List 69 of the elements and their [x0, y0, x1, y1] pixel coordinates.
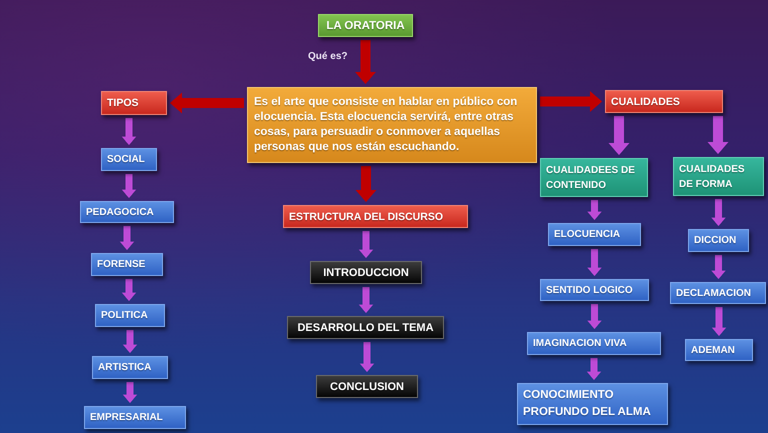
category-box: [101, 91, 167, 115]
label-text: CUALIDADEES DE CONTENIDO: [546, 164, 636, 192]
item-box: [91, 253, 163, 276]
label-text: INTRODUCCION: [323, 266, 409, 278]
item-box: [670, 282, 766, 304]
item-box: [548, 223, 641, 246]
topic-box: [318, 14, 413, 37]
subcategory-box: [673, 157, 764, 196]
label-text: POLITICA: [101, 310, 148, 321]
label-text: ARTISTICA: [98, 362, 152, 373]
label-text: ADEMAN: [691, 344, 735, 356]
subcategory-box: [540, 158, 648, 197]
item-box: [688, 229, 749, 252]
arrow: [586, 358, 602, 380]
item-box: [517, 383, 668, 425]
item-box: [685, 339, 753, 361]
arrow: [711, 307, 727, 336]
item-box: [95, 304, 165, 327]
label-text: CUALIDADES DE FORMA: [679, 162, 746, 192]
definition-text: Es el arte que consiste en hablar en público con elocuencia. Esta elocuencia servirá, entre otras cosas, para persuadir o conmover a aquellas personas que nos están escuchando.: [254, 95, 518, 155]
item-box: [92, 356, 168, 379]
item-box: [84, 406, 186, 429]
arrow: [359, 342, 375, 372]
arrow: [710, 199, 726, 226]
arrow: [122, 382, 138, 403]
step-box: [287, 316, 444, 339]
item-box: [101, 148, 157, 171]
arrow: [354, 40, 376, 84]
label-text: CONOCIMIENTO PROFUNDO DEL ALMA: [523, 388, 652, 420]
item-box: [540, 279, 649, 301]
arrow: [586, 200, 602, 220]
arrow: [358, 231, 374, 258]
label-text: CUALIDADES: [611, 96, 680, 108]
arrow: [122, 330, 138, 353]
arrow: [540, 90, 602, 112]
item-box: [80, 201, 174, 223]
arrow: [119, 226, 135, 250]
arrow: [121, 279, 137, 301]
arrow: [608, 116, 630, 155]
category-box: [605, 90, 723, 113]
label-text: DICCION: [694, 235, 736, 246]
arrow: [121, 174, 137, 198]
arrow: [710, 255, 726, 279]
label-text: ESTRUCTURA DEL DISCURSO: [289, 210, 444, 222]
label-text: ELOCUENCIA: [554, 229, 620, 240]
label-text: CONCLUSION: [330, 380, 404, 392]
item-box: [527, 332, 661, 355]
arrow: [586, 249, 602, 276]
arrow: [170, 92, 244, 114]
label-text: TIPOS: [107, 97, 139, 109]
step-box: [310, 261, 422, 284]
arrow: [586, 304, 602, 329]
label-text: DECLAMACION: [676, 288, 751, 298]
category-box: [283, 205, 468, 228]
label-text: SENTIDO LOGICO: [546, 284, 633, 296]
edge-label: Qué es?: [308, 50, 348, 62]
label-text: SOCIAL: [107, 154, 145, 165]
arrow: [358, 287, 374, 313]
label-text: FORENSE: [97, 259, 146, 270]
label-text: IMAGINACION VIVA: [533, 338, 627, 349]
arrow: [121, 118, 137, 145]
definition-box: [247, 87, 537, 163]
step-box: [316, 375, 418, 398]
arrow: [707, 116, 729, 154]
label-text: PEDAGOCICA: [86, 206, 154, 218]
label-text: LA ORATORIA: [326, 20, 405, 32]
label-text: DESARROLLO DEL TEMA: [297, 322, 434, 334]
arrow: [355, 166, 377, 202]
label-text: EMPRESARIAL: [90, 412, 163, 423]
